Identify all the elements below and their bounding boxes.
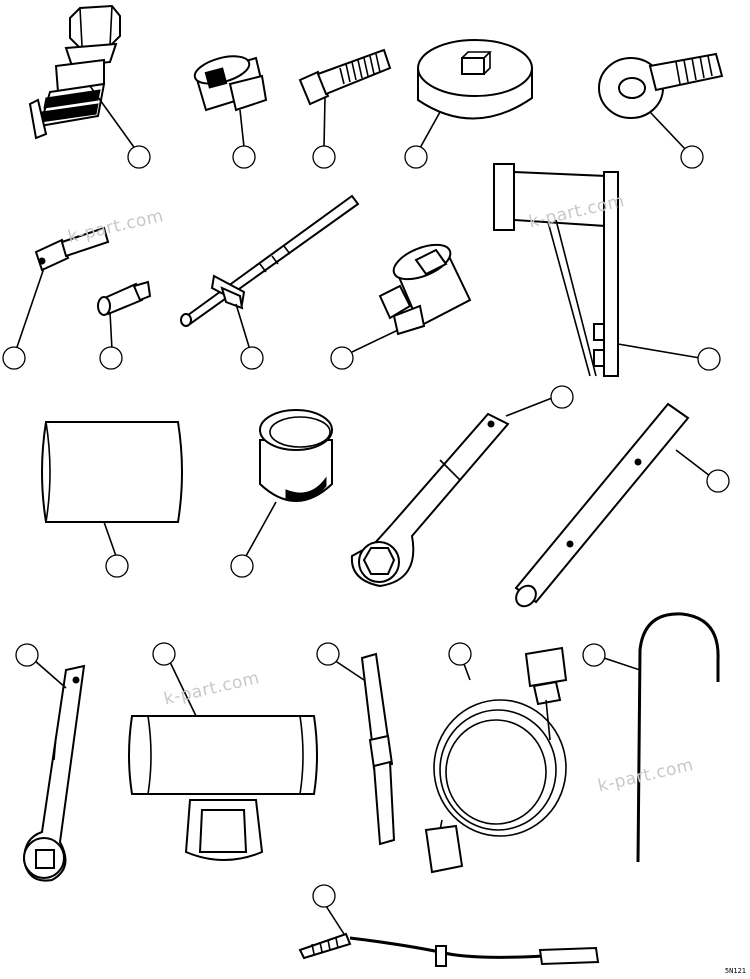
callout-circle: [312, 884, 336, 908]
cap-screw-part: [298, 48, 392, 148]
seal-ring-part: [245, 409, 333, 557]
callout-circle: [706, 469, 730, 493]
eye-bolt-part: [598, 52, 724, 151]
alignment-shaft-part: [180, 194, 360, 351]
callout-circle: [404, 145, 428, 169]
callout-circle: [105, 554, 129, 578]
callout-circle: [316, 642, 340, 666]
box-wrench-part: [22, 659, 86, 882]
callout-circle: [15, 643, 39, 667]
bracket-fixture-part: [493, 163, 701, 377]
callout-circle: [697, 347, 721, 371]
callout-circle: [330, 346, 354, 370]
callout-circle: [448, 642, 472, 666]
spacer-block-part: [128, 661, 318, 861]
round-cap-part: [417, 39, 533, 149]
callout-circle: [2, 346, 26, 370]
probe-rod-part: [333, 652, 396, 846]
socket-adapter-part: [193, 55, 268, 148]
callout-circle: [99, 346, 123, 370]
callout-circle: [312, 145, 336, 169]
hook-rod-part: [603, 612, 720, 863]
ratchet-wrench-part: [350, 397, 553, 588]
callout-circle: [232, 145, 256, 169]
callout-circle: [550, 385, 574, 409]
callout-circle: [240, 346, 264, 370]
tube-wrench-part: [514, 402, 711, 608]
coiled-cable-part: [424, 646, 568, 874]
callout-circle: [230, 554, 254, 578]
callout-circle: [680, 145, 704, 169]
drawing-code: 5N121: [724, 967, 746, 975]
callout-circle: [582, 643, 606, 667]
dowel-pin-part: [97, 280, 152, 351]
hose-assembly-part: [298, 905, 600, 967]
sleeve-part: [41, 421, 183, 557]
drive-socket-part: [351, 243, 472, 353]
callout-circle: [152, 642, 176, 666]
callout-circle: [127, 145, 151, 169]
guide-pin-part: [15, 226, 110, 351]
hex-fitting-part: [28, 4, 137, 151]
